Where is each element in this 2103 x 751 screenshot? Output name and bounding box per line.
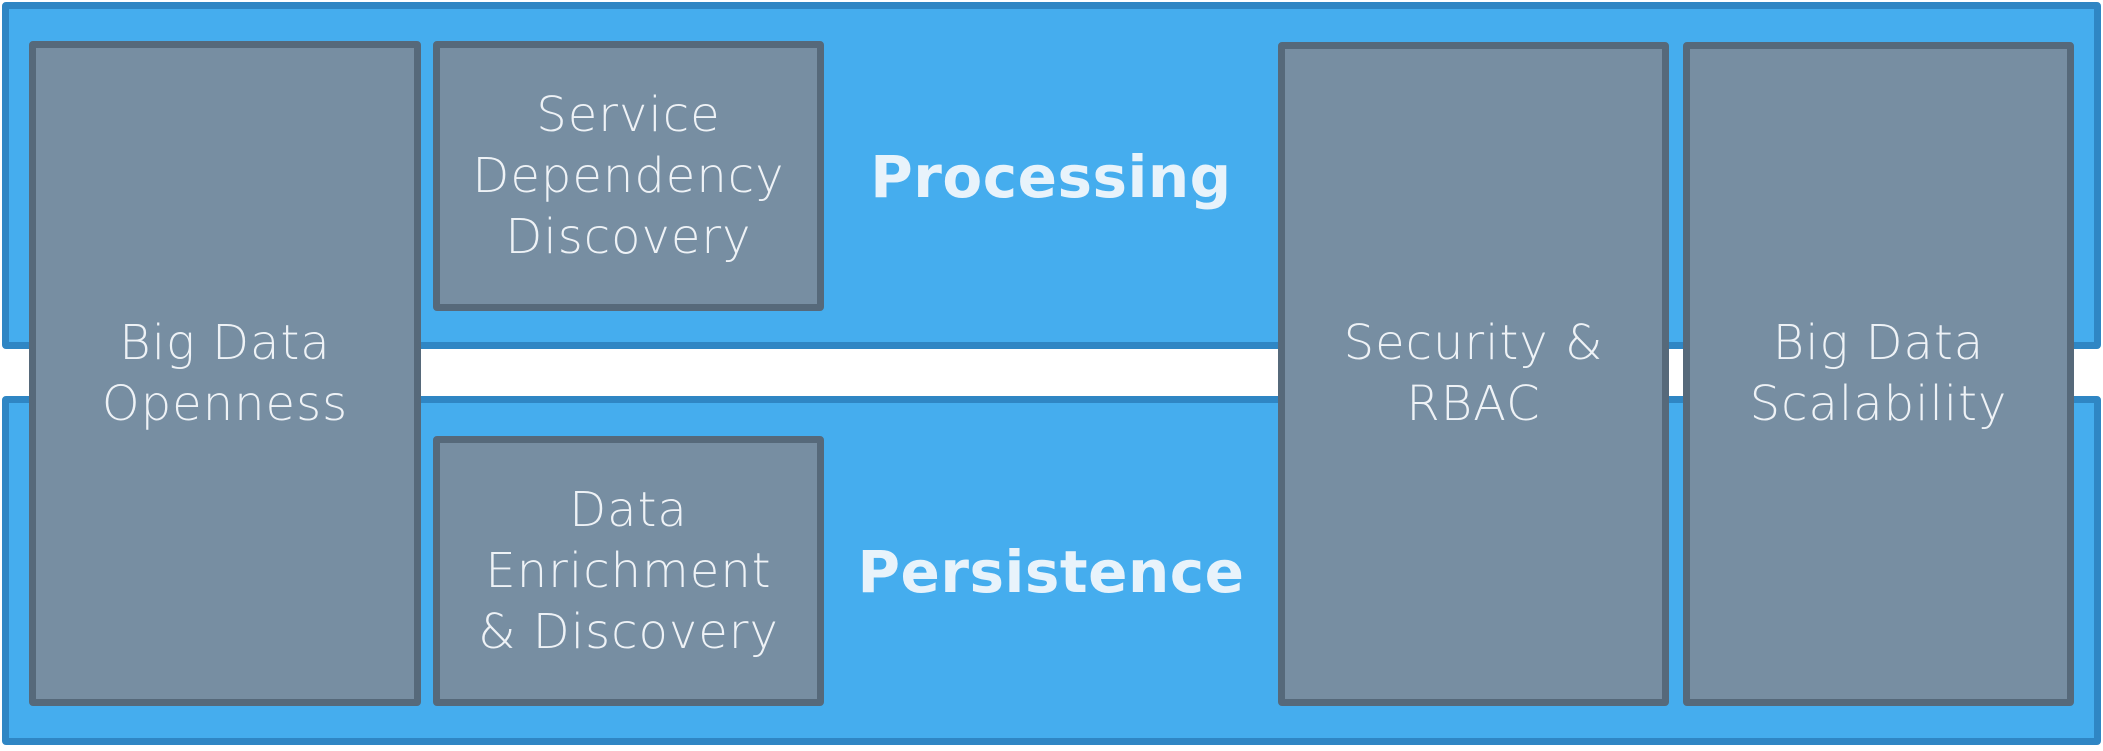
data-enrichment-discovery-box: Data Enrichment & Discovery <box>433 436 824 706</box>
security-rbac-box: Security & RBAC <box>1278 42 1669 706</box>
persistence-layer-label: Persistence <box>857 538 1245 606</box>
security-rbac-label: Security & RBAC <box>1343 315 1604 432</box>
data-enrichment-discovery-label: Data Enrichment & Discovery <box>478 481 779 660</box>
service-dependency-discovery-label: Service Dependency Discovery <box>472 86 785 265</box>
service-dependency-discovery-box: Service Dependency Discovery <box>433 41 824 311</box>
big-data-openness-label: Big Data Openness <box>101 314 349 432</box>
processing-layer-label: Processing <box>870 143 1232 211</box>
big-data-scalability-box: Big Data Scalability <box>1683 42 2074 706</box>
big-data-scalability-label: Big Data Scalability <box>1749 315 2008 432</box>
big-data-openness-box: Big Data Openness <box>29 41 421 706</box>
